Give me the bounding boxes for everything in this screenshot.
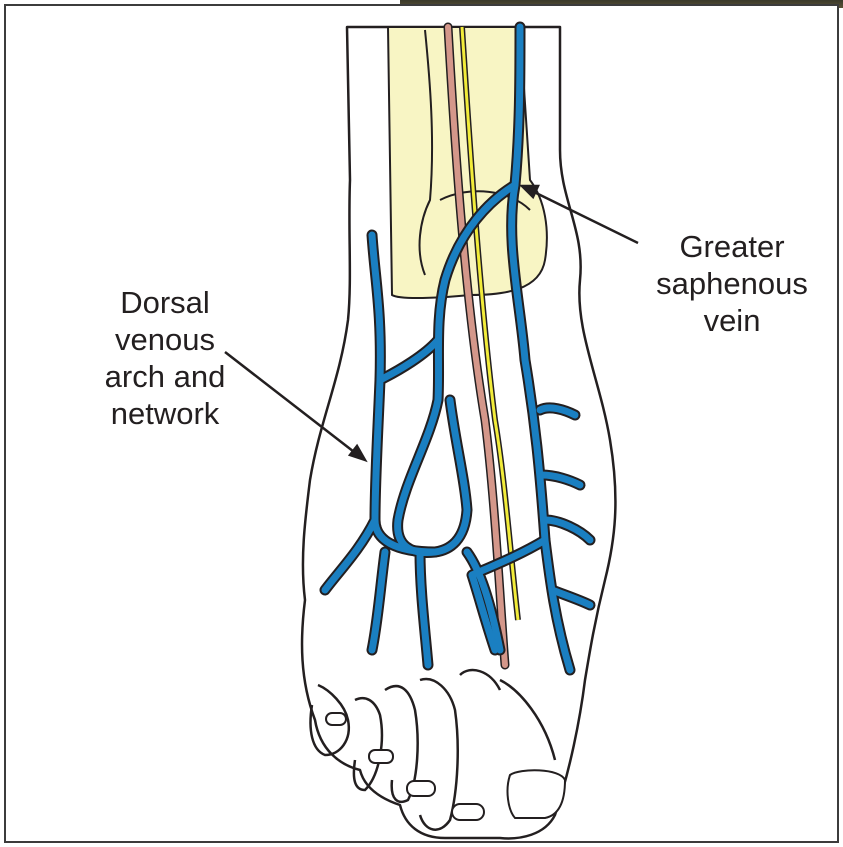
dorsal-venous-arch-label: Dorsal venous arch and network	[80, 284, 250, 432]
label-line: vein	[632, 302, 832, 339]
label-line: network	[80, 395, 250, 432]
toenail-2	[452, 804, 484, 820]
toenail-big	[508, 770, 565, 818]
label-line: Greater	[632, 228, 832, 265]
toenail-4	[369, 750, 393, 763]
label-line: Dorsal	[80, 284, 250, 321]
greater-saphenous-vein-label: Greater saphenous vein	[632, 228, 832, 339]
label-line: arch and	[80, 358, 250, 395]
label-line: saphenous	[632, 265, 832, 302]
toenail-3	[407, 781, 435, 796]
label-line: venous	[80, 321, 250, 358]
toenail-5	[326, 713, 346, 725]
